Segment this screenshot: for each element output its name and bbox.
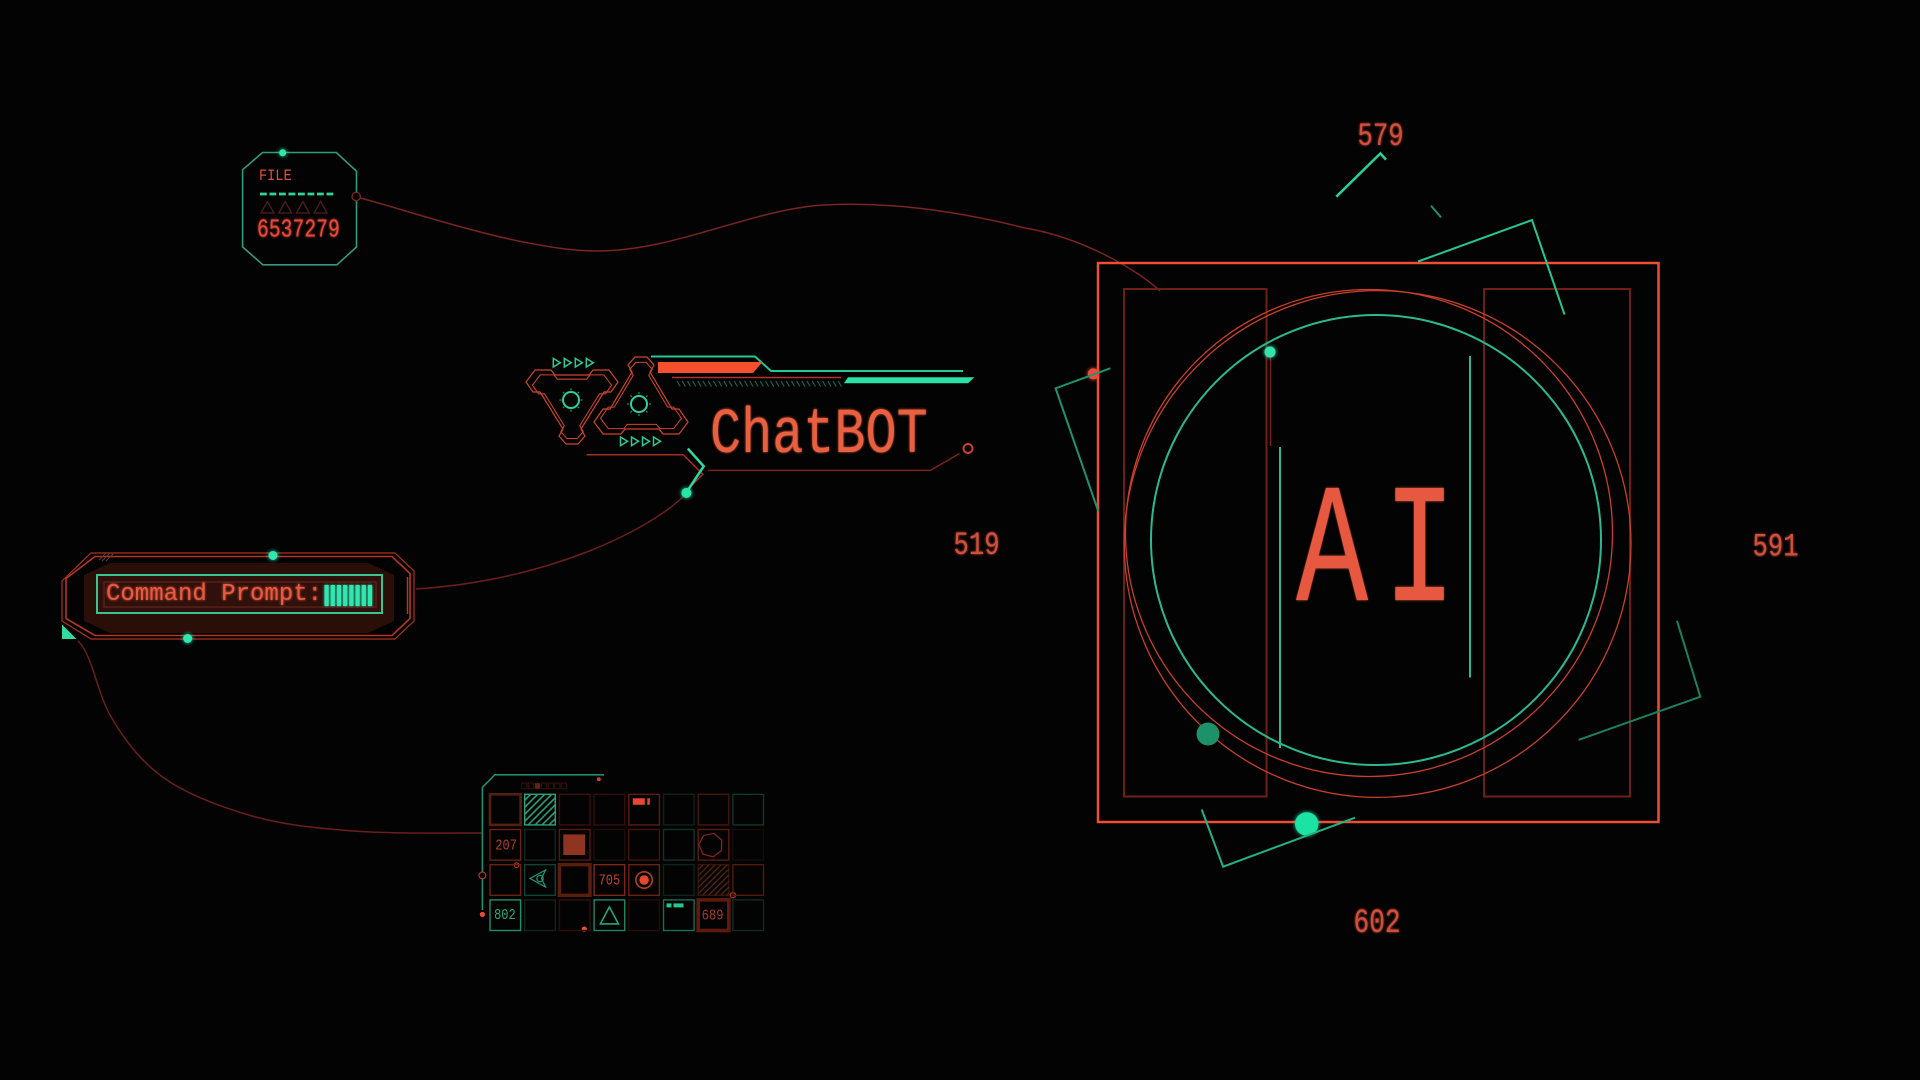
- svg-text:ChatBOT: ChatBOT: [710, 400, 928, 471]
- svg-text:AI: AI: [1296, 459, 1471, 652]
- svg-text:FILE: FILE: [259, 168, 292, 185]
- svg-text:6537279: 6537279: [257, 215, 340, 244]
- svg-text:689: 689: [702, 908, 724, 925]
- svg-text:802: 802: [494, 908, 516, 925]
- svg-text:519: 519: [954, 527, 1000, 563]
- svg-text:Command Prompt:: Command Prompt:: [106, 581, 322, 608]
- svg-text:579: 579: [1358, 118, 1404, 154]
- svg-text:705: 705: [599, 873, 621, 890]
- svg-text:207: 207: [495, 838, 517, 855]
- svg-text:602: 602: [1354, 905, 1401, 943]
- svg-text:591: 591: [1753, 529, 1799, 565]
